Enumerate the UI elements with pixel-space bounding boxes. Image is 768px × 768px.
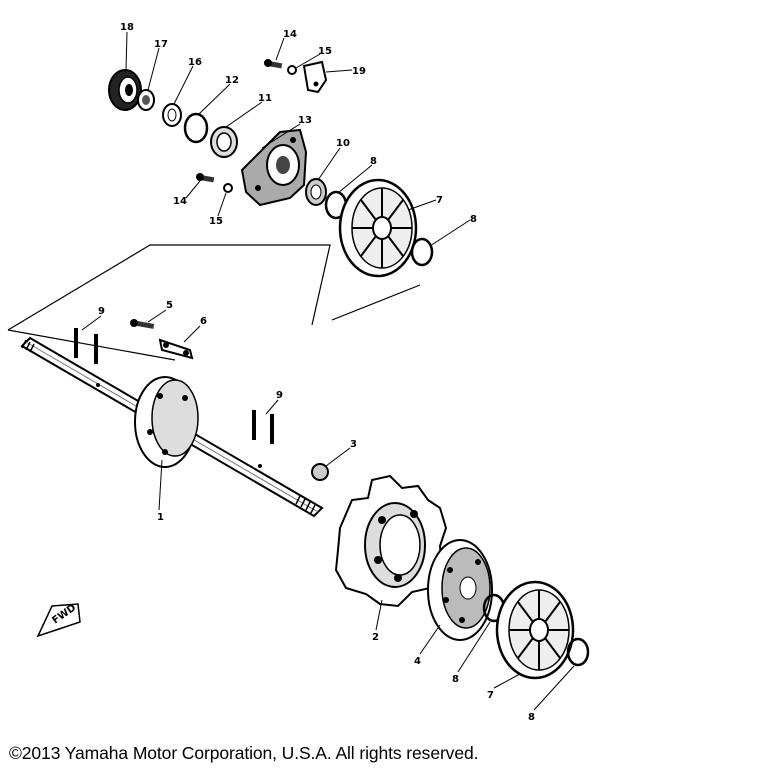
- callout-8-upper-right: 8: [470, 214, 477, 225]
- washer-16: [162, 103, 182, 127]
- callout-15-lower: 15: [209, 216, 223, 227]
- callout-19: 19: [352, 66, 366, 77]
- callout-labels: 18 17 16 12 11 13 14 15 19 10 8 7 8 14 1…: [98, 22, 535, 723]
- washer-8-upper-right: [410, 237, 434, 267]
- flange-1: [134, 376, 199, 468]
- callout-14-upper: 14: [283, 29, 297, 40]
- callout-13: 13: [298, 115, 312, 126]
- callout-2: 2: [372, 632, 379, 643]
- drive-sprocket-2: [334, 474, 448, 608]
- callout-8-upper: 8: [370, 156, 377, 167]
- callout-10: 10: [336, 138, 350, 149]
- callout-3: 3: [350, 439, 357, 450]
- callout-15-upper: 15: [318, 46, 332, 57]
- bearing-17: [137, 89, 155, 111]
- washer-15-lower: [223, 183, 233, 193]
- bolt-5: [130, 319, 155, 329]
- copyright-notice: ©2013 Yamaha Motor Corporation, U.S.A. A…: [9, 743, 479, 763]
- callout-7-lower: 7: [487, 690, 494, 701]
- callout-6: 6: [200, 316, 207, 327]
- callout-11: 11: [258, 93, 272, 104]
- wheel-7-lower: [495, 580, 575, 680]
- pins-9-right: [252, 410, 274, 444]
- exploded-parts-diagram: FWD 18 17 16 12 11 13: [7, 22, 590, 723]
- forward-arrow-icon: FWD: [36, 602, 81, 638]
- sprocket-gear-18: [108, 69, 142, 111]
- callout-7-upper: 7: [436, 195, 443, 206]
- circlip-12: [183, 112, 209, 144]
- callout-8-lower-right: 8: [528, 712, 535, 723]
- bolt-14-lower: [196, 173, 215, 183]
- callout-12: 12: [225, 75, 239, 86]
- callout-17: 17: [154, 39, 168, 50]
- link-6: [158, 338, 194, 360]
- spacer-3: [311, 463, 329, 481]
- callout-14-lower: 14: [173, 196, 187, 207]
- bolt-14-upper: [264, 59, 283, 69]
- washer-15-upper: [287, 65, 297, 75]
- callout-9-left: 9: [98, 306, 105, 317]
- callout-4: 4: [414, 656, 421, 667]
- bracket-19: [302, 60, 328, 94]
- callout-5: 5: [166, 300, 173, 311]
- housing-13: [240, 128, 308, 207]
- plate-4: [427, 539, 493, 641]
- callout-18: 18: [120, 22, 134, 33]
- callout-9-right: 9: [276, 390, 283, 401]
- pins-9-left: [74, 328, 98, 364]
- leader-lines: [81, 31, 575, 711]
- bearing-10: [305, 178, 327, 206]
- assembly-outline: [7, 244, 421, 361]
- callout-16: 16: [188, 57, 202, 68]
- callout-8-lower: 8: [452, 674, 459, 685]
- callout-1: 1: [157, 512, 164, 523]
- bearing-11: [210, 126, 238, 158]
- wheel-7-upper: [338, 178, 418, 278]
- washer-8-lower-right: [566, 637, 590, 667]
